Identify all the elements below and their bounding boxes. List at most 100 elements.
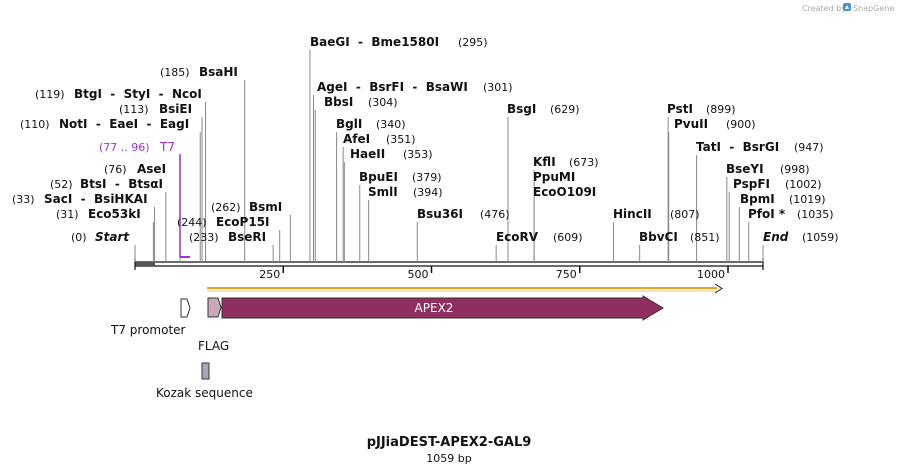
site-enzyme: BglI bbox=[336, 117, 362, 131]
site-label-hincii[interactable]: HincII (807) bbox=[613, 207, 700, 221]
site-label-t7[interactable]: (77 .. 96) T7 bbox=[99, 140, 175, 154]
site-enzyme: Bsu36I bbox=[417, 207, 463, 221]
site-position: (629) bbox=[550, 103, 580, 116]
site-position: (900) bbox=[726, 118, 756, 131]
site-enzyme: T7 bbox=[159, 140, 175, 154]
site-enzyme: PvuII bbox=[674, 117, 708, 131]
orf-arrow[interactable] bbox=[207, 283, 723, 294]
site-enzyme: BtsI bbox=[80, 177, 107, 191]
site-label-agei[interactable]: AgeI - BsrFI - BsaWI (301) bbox=[317, 80, 513, 94]
site-enzyme: EcoRV bbox=[496, 230, 539, 244]
feature-t7-promoter[interactable]: T7 promoter bbox=[110, 298, 191, 337]
site-enzyme: BtgI bbox=[74, 87, 102, 101]
site-enzyme: NotI bbox=[59, 117, 88, 131]
site-label-btgi[interactable]: (119) BtgI - StyI - NcoI bbox=[35, 87, 202, 101]
site-label-bpmi[interactable]: BpmI (1019) bbox=[740, 192, 826, 206]
site-position: (244) bbox=[177, 216, 207, 229]
site-label-asei[interactable]: (76) AseI bbox=[104, 162, 166, 176]
site-position: (76) bbox=[104, 163, 127, 176]
site-enzyme: HaeII bbox=[350, 147, 385, 161]
feature-flag[interactable]: FLAG bbox=[198, 297, 229, 353]
site-position: (185) bbox=[160, 66, 190, 79]
site-label-eco53ki[interactable]: (31) Eco53kI bbox=[56, 207, 141, 221]
site-label-ppumi[interactable]: PpuMI bbox=[533, 170, 575, 184]
feature-apex2[interactable]: APEX2 bbox=[221, 295, 664, 321]
site-label-pvuii[interactable]: PvuII (900) bbox=[674, 117, 756, 131]
site-position: (77 .. 96) bbox=[99, 141, 150, 154]
site-label-tati[interactable]: TatI - BsrGI (947) bbox=[696, 140, 824, 154]
site-label-start[interactable]: (0) Start bbox=[71, 230, 130, 244]
site-enzyme: Start bbox=[95, 230, 130, 244]
site-position: (304) bbox=[368, 96, 398, 109]
site-enzyme: StyI bbox=[124, 87, 151, 101]
site-position: (998) bbox=[780, 163, 810, 176]
site-label-bpuei[interactable]: BpuEI (379) bbox=[359, 170, 442, 184]
site-label-bsu36i[interactable]: Bsu36I (476) bbox=[417, 207, 510, 221]
features: T7 promoter FLAG APEX2 Kozak sequence bbox=[110, 283, 723, 400]
site-label-smli[interactable]: SmlI (394) bbox=[368, 185, 443, 199]
ruler-tick-label: 750 bbox=[556, 268, 577, 281]
site-label-end[interactable]: End (1059) bbox=[763, 230, 839, 244]
site-enzyme: BpmI bbox=[740, 192, 775, 206]
site-label-haeii[interactable]: HaeII (353) bbox=[350, 147, 433, 161]
site-position: (673) bbox=[569, 156, 599, 169]
site-label-baegi[interactable]: BaeGI - Bme1580I (295) bbox=[310, 35, 488, 49]
site-label-bsmi[interactable]: (262) BsmI bbox=[211, 200, 282, 214]
site-separator: - bbox=[721, 140, 743, 154]
feature-label: Kozak sequence bbox=[156, 386, 253, 400]
site-label-bsgi[interactable]: BsgI (629) bbox=[507, 102, 580, 116]
site-label-bseyi[interactable]: BseYI (998) bbox=[726, 162, 810, 176]
site-enzyme: Bme1580I bbox=[371, 35, 439, 49]
site-position: (113) bbox=[119, 103, 149, 116]
site-enzyme: BsmI bbox=[249, 200, 282, 214]
site-position: (1019) bbox=[789, 193, 826, 206]
site-label-saci[interactable]: (33) SacI - BsiHKAI bbox=[12, 192, 148, 206]
site-enzyme: AgeI bbox=[317, 80, 347, 94]
ruler-tick-label: 250 bbox=[259, 268, 280, 281]
site-position: (52) bbox=[50, 178, 73, 191]
site-label-btsi[interactable]: (52) BtsI - BtsαI bbox=[50, 177, 163, 191]
plasmid-length: 1059 bp bbox=[426, 452, 471, 465]
site-label-ecoo109i[interactable]: EcoO109I bbox=[533, 185, 596, 199]
site-enzyme: BsiHKAI bbox=[94, 192, 148, 206]
site-position: (807) bbox=[670, 208, 700, 221]
site-label-bsahi[interactable]: (185) BsaHI bbox=[160, 65, 238, 79]
svg-text:BtsI - BtsαI: BtsI - BtsαI bbox=[80, 177, 163, 191]
site-separator: - bbox=[107, 177, 129, 191]
site-enzyme: KflI bbox=[533, 155, 556, 169]
site-label-ecop15i[interactable]: (244) EcoP15I bbox=[177, 215, 270, 229]
site-label-psti[interactable]: PstI (899) bbox=[667, 102, 736, 116]
feature-kozak[interactable]: Kozak sequence bbox=[156, 362, 253, 400]
site-label-bbvci[interactable]: BbvCI (851) bbox=[639, 230, 720, 244]
site-label-bbsi[interactable]: BbsI (304) bbox=[324, 95, 398, 109]
feature-label: APEX2 bbox=[415, 301, 454, 315]
site-enzyme: BaeGI bbox=[310, 35, 350, 49]
snapgene-logo-icon bbox=[843, 3, 851, 11]
site-enzyme: EcoO109I bbox=[533, 185, 596, 199]
site-label-bgli[interactable]: BglI (340) bbox=[336, 117, 406, 131]
map-title: pJJiaDEST-APEX2-GAL9 1059 bp bbox=[367, 435, 532, 465]
site-position: (233) bbox=[189, 231, 219, 244]
svg-text:TatI - BsrGI: TatI - BsrGI bbox=[696, 140, 779, 154]
site-label-pfoi[interactable]: PfoI * (1035) bbox=[748, 207, 834, 221]
restriction-site-labels: BaeGI - Bme1580I (295) (185) BsaHI AgeI … bbox=[12, 35, 839, 244]
site-enzyme: Eco53kI bbox=[88, 207, 141, 221]
site-position: (301) bbox=[483, 81, 513, 94]
site-label-kfli[interactable]: KflI (673) bbox=[533, 155, 599, 169]
site-label-bsiei[interactable]: (113) BsiEI bbox=[119, 102, 192, 116]
site-enzyme: BsiEI bbox=[159, 102, 192, 116]
site-enzyme: PpuMI bbox=[533, 170, 575, 184]
site-label-afei[interactable]: AfeI (351) bbox=[343, 132, 416, 146]
site-position: (340) bbox=[376, 118, 406, 131]
site-label-noti[interactable]: (110) NotI - EaeI - EagI bbox=[20, 117, 189, 131]
site-label-ecorv[interactable]: EcoRV (609) bbox=[496, 230, 583, 244]
site-enzyme: EagI bbox=[160, 117, 189, 131]
site-separator: - bbox=[102, 87, 124, 101]
site-label-bseri[interactable]: (233) BseRI bbox=[189, 230, 266, 244]
svg-text:NotI - EaeI - EagI: NotI - EaeI - EagI bbox=[59, 117, 189, 131]
site-position: (851) bbox=[690, 231, 720, 244]
site-enzyme: End bbox=[763, 230, 789, 244]
site-label-pspfi[interactable]: PspFI (1002) bbox=[733, 177, 822, 191]
site-separator: - bbox=[150, 87, 172, 101]
